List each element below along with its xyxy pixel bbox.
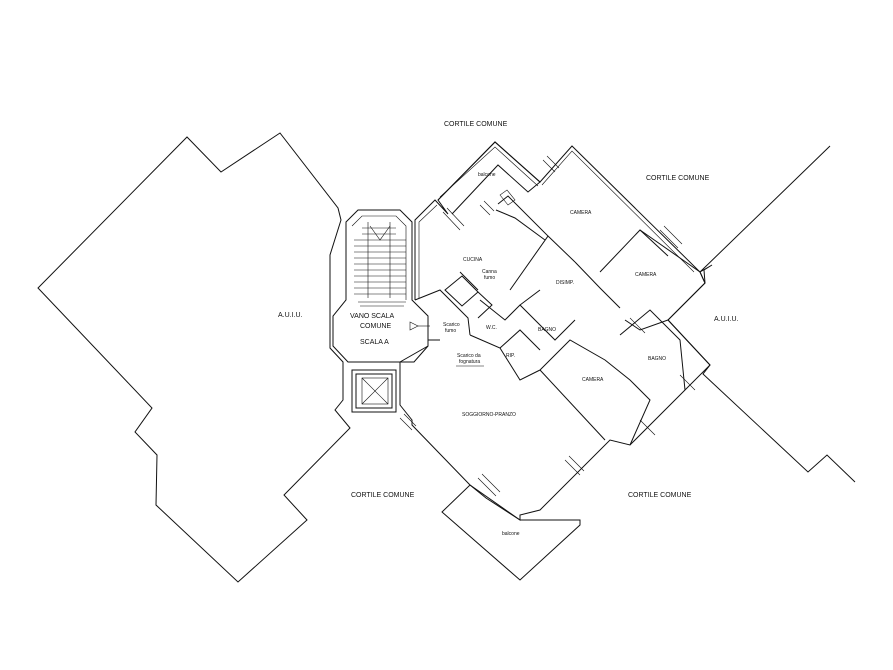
label-scala-a: SCALA A	[360, 339, 389, 346]
note-scarico-2: fumo	[445, 328, 456, 334]
label-camera-2: CAMERA	[635, 272, 657, 278]
left-unit-outline	[37, 132, 351, 583]
window-marks	[399, 155, 696, 497]
label-aui-left: A.U.I.U.	[278, 312, 303, 319]
label-disimp: DISIMP.	[556, 280, 574, 286]
label-rip: RIP.	[506, 353, 515, 359]
label-balcone-top: balcone	[478, 172, 496, 178]
label-cucina: CUCINA	[463, 257, 483, 263]
note-scarico-3: Scarico da	[457, 353, 481, 359]
note-scarico-4: fognatura	[459, 359, 480, 365]
label-balcone-bottom: balcone	[502, 531, 520, 537]
label-cortile-left-bottom: CORTILE COMUNE	[351, 492, 415, 499]
note-scarico-1: Scarico	[443, 322, 460, 328]
balcony-bottom	[441, 484, 581, 581]
note-canna-1: Canna	[482, 269, 497, 275]
label-bagno-2: BAGNO	[648, 356, 666, 362]
label-camera-3: CAMERA	[582, 377, 604, 383]
label-bagno-1: BAGNO	[538, 327, 556, 333]
label-cortile-right-top: CORTILE COMUNE	[646, 175, 710, 182]
stair-treads	[354, 222, 406, 298]
stair-core-inner	[351, 215, 407, 300]
elevator-shaft	[351, 369, 397, 413]
label-vano-scala-2: COMUNE	[360, 323, 391, 330]
stair-landing-hatch	[358, 301, 406, 307]
label-vano-scala-1: VANO SCALA	[350, 313, 395, 320]
interior-walls	[414, 195, 701, 446]
apartment-outline-inner	[418, 146, 695, 298]
label-wc: W.C.	[486, 325, 497, 331]
entry-arrow-icon	[409, 321, 419, 331]
label-cortile-top: CORTILE COMUNE	[444, 121, 508, 128]
label-aui-right: A.U.I.U.	[714, 316, 739, 323]
label-soggiorno: SOGGIORNO-PRANZO	[462, 412, 516, 418]
right-unit-outline	[667, 145, 856, 483]
label-cortile-right-bottom: CORTILE COMUNE	[628, 492, 692, 499]
balcony-top	[437, 141, 541, 215]
note-canna-2: fumo	[484, 275, 495, 281]
label-camera-1: CAMERA	[570, 210, 592, 216]
